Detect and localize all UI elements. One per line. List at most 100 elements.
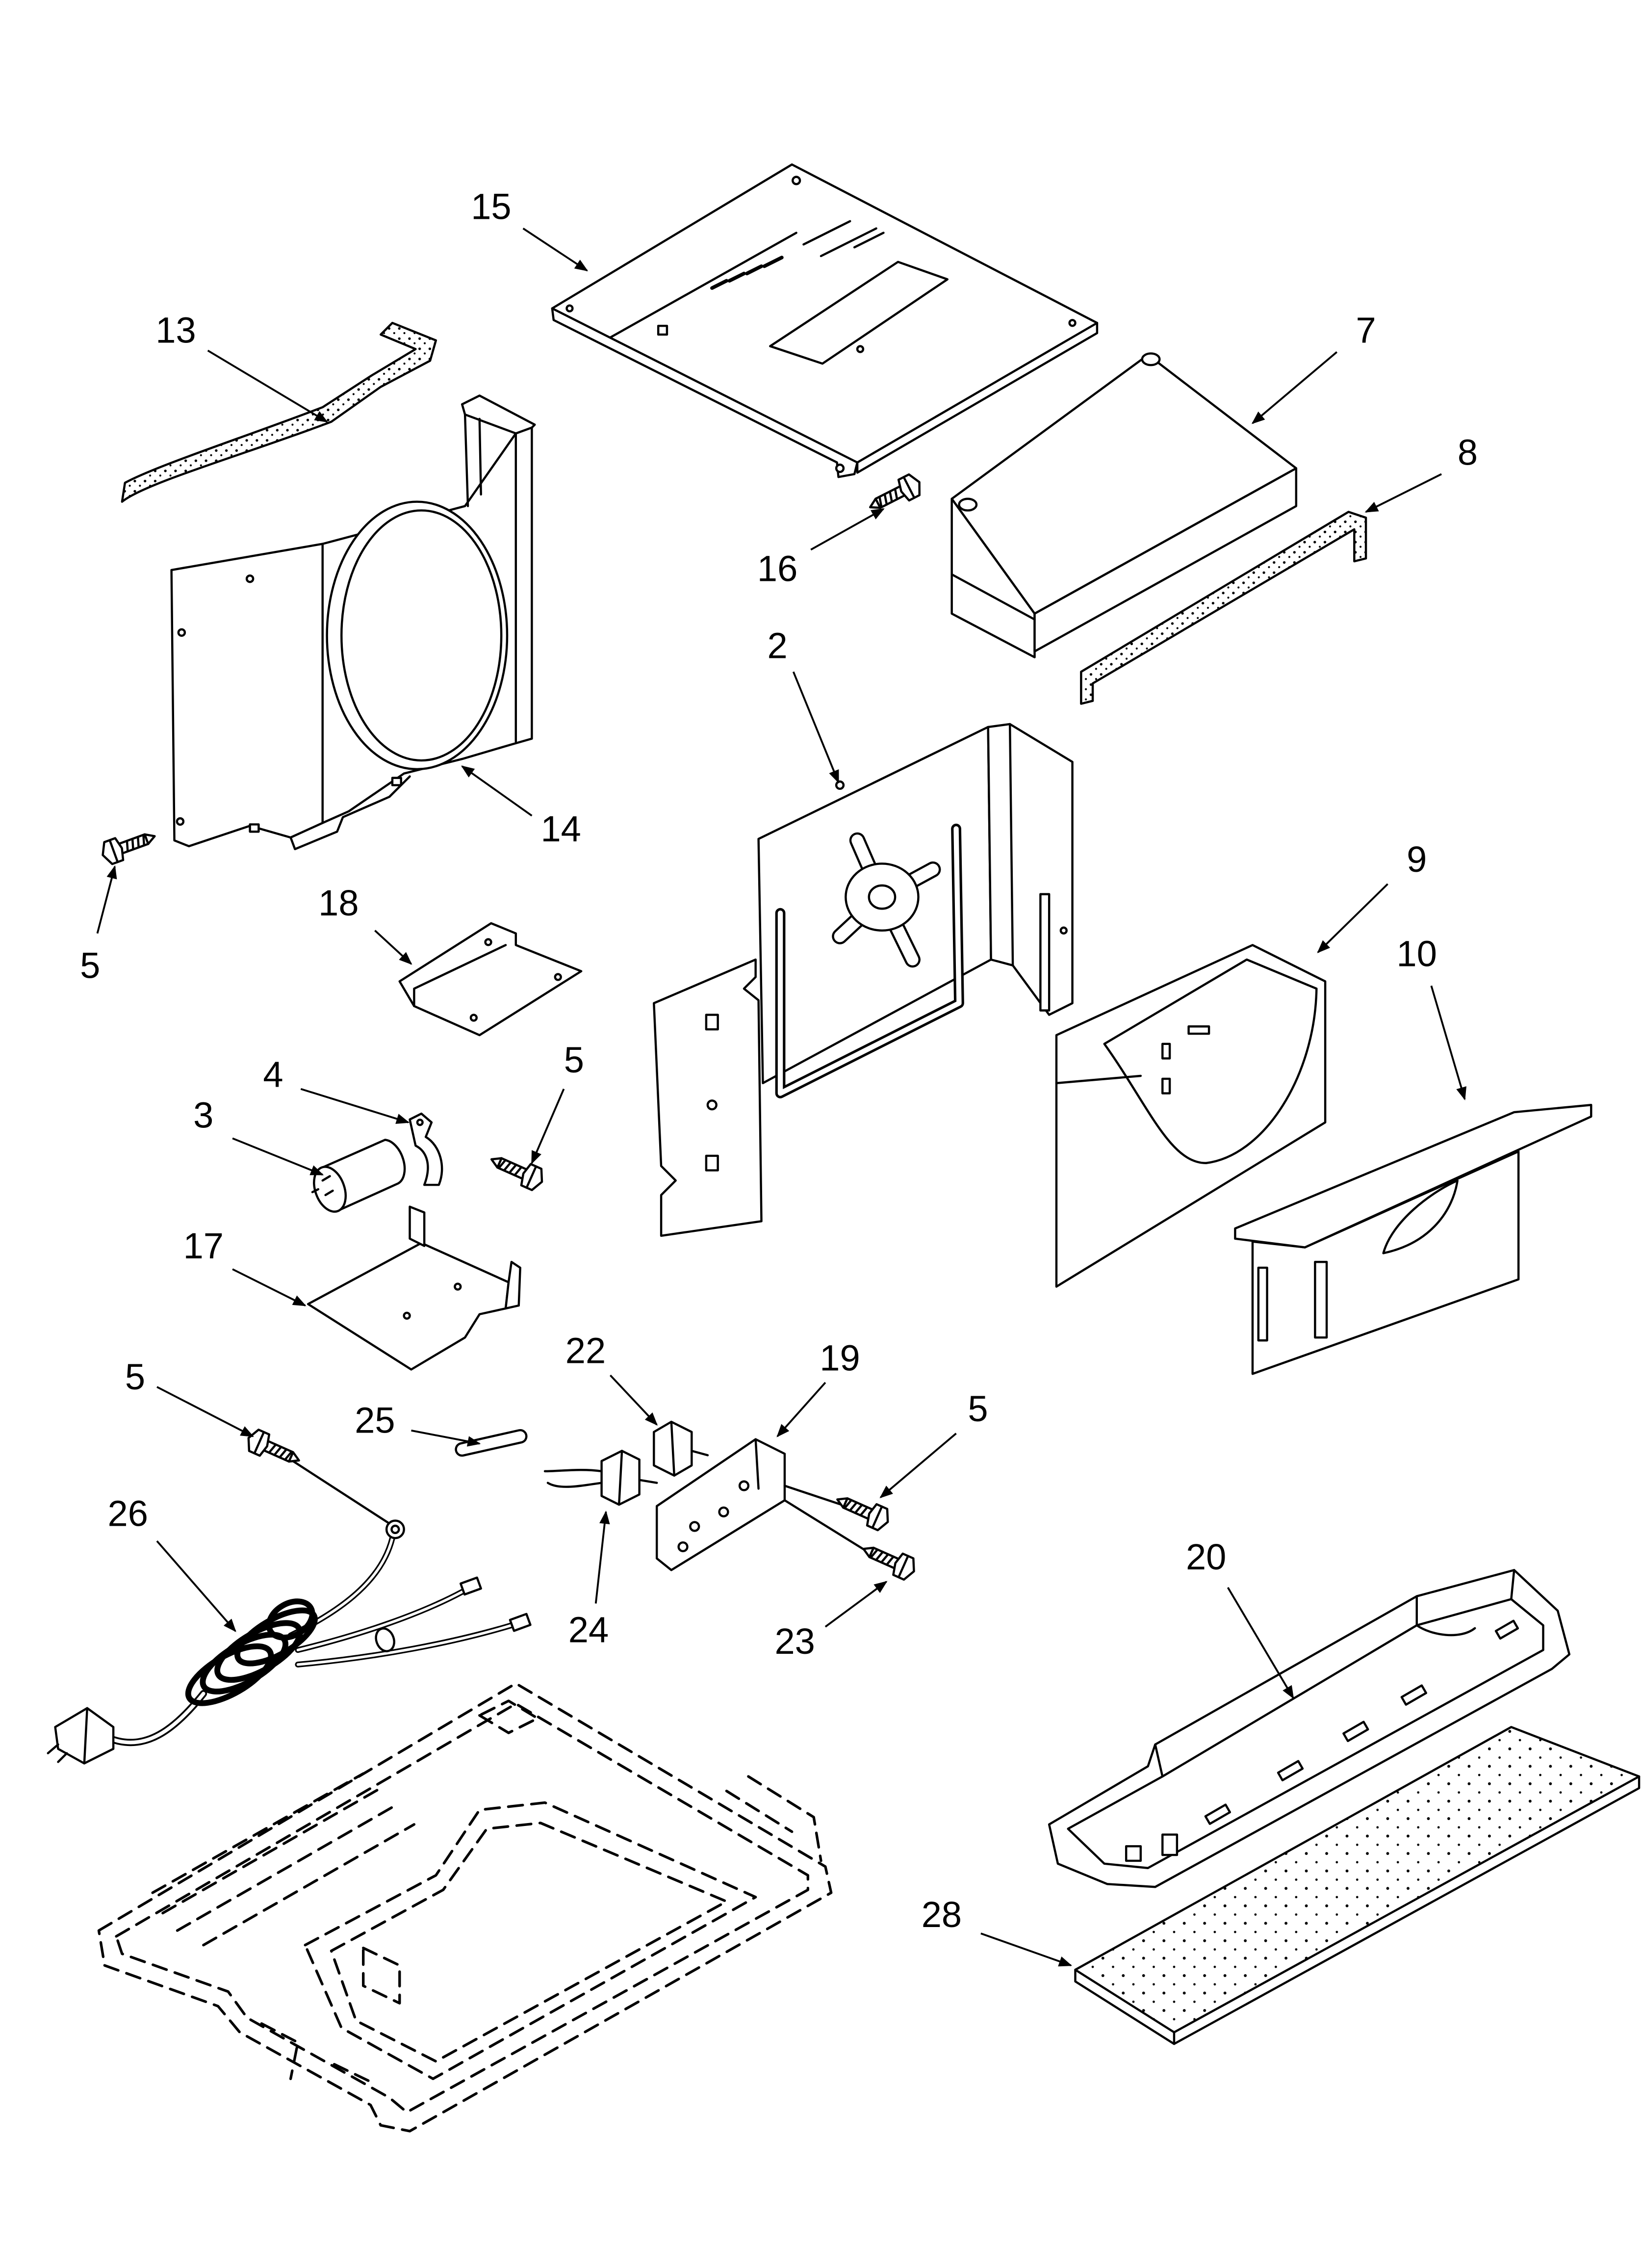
part-fan-shroud <box>170 394 536 851</box>
callout-label: 18 <box>318 883 359 923</box>
part-screw-harness <box>244 1427 391 1525</box>
part-power-cord <box>47 1519 532 1765</box>
callout-label: 9 <box>1407 839 1427 880</box>
callout-label: 26 <box>108 1493 148 1534</box>
callout-22: 22 <box>565 1330 658 1426</box>
leader-line <box>1317 883 1388 954</box>
callout-label: 20 <box>1186 1537 1226 1577</box>
part-capacitor <box>311 1139 406 1213</box>
callout-label: 4 <box>263 1054 283 1095</box>
callout-label: 17 <box>183 1225 224 1266</box>
part-switch-lower <box>543 1450 658 1506</box>
part-drain-tray <box>1048 1569 1571 1888</box>
leader-line <box>792 671 840 783</box>
part-switch-upper <box>653 1420 709 1477</box>
callout-4: 4 <box>263 1054 410 1124</box>
callout-15: 15 <box>471 186 589 272</box>
part-gasket-strip <box>121 322 437 503</box>
callout-label: 16 <box>757 548 797 589</box>
leader-line <box>232 1268 307 1306</box>
part-screw-lower <box>859 1538 919 1582</box>
callout-label: 8 <box>1458 432 1478 472</box>
part-capacitor-strap <box>409 1112 443 1186</box>
callout-2: 2 <box>768 625 840 783</box>
callout-28: 28 <box>922 1894 1073 1967</box>
callout-24: 24 <box>568 1511 610 1650</box>
leader-line <box>156 1386 254 1437</box>
part-base-pan-outline <box>97 1682 833 2133</box>
callout-label: 23 <box>774 1621 815 1662</box>
callout-label: 24 <box>568 1609 609 1650</box>
callout-7: 7 <box>1251 310 1376 424</box>
callout-label: 5 <box>80 945 100 986</box>
leader-line <box>531 1088 565 1165</box>
callout-18: 18 <box>318 883 412 965</box>
part-bracket-panel <box>653 723 1074 1237</box>
callout-5-strap: 5 <box>531 1040 584 1165</box>
callout-5-shroud: 5 <box>80 865 117 986</box>
callout-label: 5 <box>564 1040 584 1080</box>
leader-line <box>96 865 117 934</box>
callout-8: 8 <box>1364 432 1478 513</box>
callout-label: 22 <box>565 1330 606 1371</box>
leader-line <box>594 1511 610 1604</box>
callout-13: 13 <box>155 310 328 423</box>
callout-label: 15 <box>471 186 511 227</box>
callout-label: 14 <box>540 808 581 849</box>
part-air-filter <box>1074 1726 1641 2045</box>
leader-line <box>1430 985 1467 1100</box>
leader-line <box>609 1375 658 1426</box>
callout-3: 3 <box>193 1095 324 1176</box>
callout-9: 9 <box>1317 839 1427 954</box>
callouts: 15 13 7 8 16 2 14 5 <box>80 186 1478 1967</box>
part-screw-shroud <box>99 825 158 866</box>
callout-label: 7 <box>1356 310 1376 351</box>
leader-line <box>374 930 412 965</box>
leader-line <box>879 1433 957 1498</box>
leader-line <box>156 1540 236 1632</box>
part-cover-box <box>950 352 1298 658</box>
callout-23: 23 <box>774 1581 888 1662</box>
callout-17: 17 <box>183 1225 307 1306</box>
part-screw-top <box>865 472 924 518</box>
callout-label: 3 <box>193 1095 213 1135</box>
leader-line <box>300 1088 410 1124</box>
callout-5-harness: 5 <box>125 1356 254 1437</box>
part-control-plate <box>655 1438 870 1571</box>
callout-label: 5 <box>968 1388 988 1429</box>
leader-line <box>411 1430 481 1447</box>
callout-25: 25 <box>355 1400 481 1447</box>
leader-line <box>980 1932 1073 1967</box>
callout-20: 20 <box>1186 1537 1294 1699</box>
callout-26: 26 <box>108 1493 236 1632</box>
callout-label: 13 <box>155 310 196 351</box>
callout-label: 2 <box>768 625 788 666</box>
part-capacitor-bracket <box>307 1205 521 1371</box>
callout-5-plate: 5 <box>879 1388 988 1498</box>
callout-19: 19 <box>776 1337 860 1437</box>
callout-16: 16 <box>757 508 885 589</box>
leader-line <box>810 508 885 551</box>
part-mounting-plate <box>398 922 583 1037</box>
callout-label: 5 <box>125 1356 145 1397</box>
part-air-channel <box>1234 1104 1592 1375</box>
leader-line <box>207 349 328 423</box>
leader-line <box>522 228 589 272</box>
callout-label: 28 <box>922 1894 962 1935</box>
part-top-cover-panel <box>551 163 1099 478</box>
leader-line <box>776 1382 826 1437</box>
callout-10: 10 <box>1397 934 1467 1100</box>
leader-line <box>824 1581 888 1628</box>
callout-14: 14 <box>461 765 581 849</box>
part-foam-strip <box>1080 511 1367 705</box>
leader-line <box>1227 1587 1294 1699</box>
leader-line <box>232 1137 324 1176</box>
leader-line <box>1364 473 1442 513</box>
callout-label: 10 <box>1397 934 1437 974</box>
part-tube <box>455 1429 528 1457</box>
callout-label: 19 <box>820 1337 860 1378</box>
part-blower-housing <box>1055 944 1327 1288</box>
callout-label: 25 <box>355 1400 395 1441</box>
part-screw-strap <box>487 1148 547 1192</box>
